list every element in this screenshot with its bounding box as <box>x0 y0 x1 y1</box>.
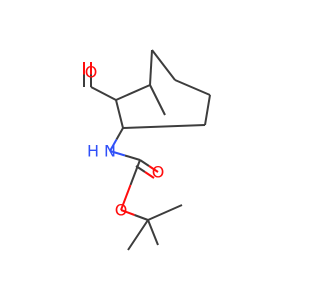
tbutyl-c-ch3-a-bond <box>147 219 159 246</box>
amine-ring-c-n-bond-part-1 <box>115 127 124 140</box>
atom-label-ester-oxygen: O <box>115 201 128 220</box>
aldehyde-cho-to-ring-bond <box>90 86 117 101</box>
atom-label-amine-nitrogen: N <box>104 142 116 161</box>
ring-c2-c3-bond <box>115 99 124 129</box>
ester-o-c-bond-part-1 <box>120 209 135 216</box>
amine-n-c-bond-part-1 <box>109 150 126 157</box>
amine-n-c-bond-part-2 <box>124 154 141 161</box>
ring-c2-c1-bond <box>115 84 151 101</box>
atom-label-aldehyde-oxygen: O <box>85 63 98 82</box>
carbamate-c-o-double-a-part-1 <box>139 159 150 167</box>
bond-layer <box>83 49 211 251</box>
ester-o-c-bond-part-2 <box>134 214 149 221</box>
tbutyl-c-ch3-c-bond <box>127 219 149 251</box>
atom-label-layer: O N H O O <box>85 63 165 220</box>
amine-ring-c-n-bond-part-2 <box>109 139 118 152</box>
ring-bridge-c4-bond <box>151 49 176 81</box>
ring-c4-c5-bond <box>174 79 211 96</box>
carbamate-c-o-double-b-part-2 <box>144 171 155 179</box>
ring-c1-bridge-bond <box>149 49 153 86</box>
atom-label-amine-hydrogen: H <box>87 142 99 161</box>
tbutyl-c-ch3-b-bond <box>147 204 183 221</box>
ring-c1-c6-bond <box>149 84 166 116</box>
ring-c5-c6-bond <box>204 94 211 126</box>
carbamate-c-o-double-a-part-2 <box>148 165 159 173</box>
atom-label-carbonyl-oxygen: O <box>152 163 165 182</box>
carbamate-c-o-ester-bond-part-2 <box>120 184 132 211</box>
ring-c6-c3-bond <box>122 124 206 129</box>
structure-diagram: O N H O O <box>83 49 211 251</box>
carbamate-c-o-ester-bond-part-1 <box>129 159 141 186</box>
